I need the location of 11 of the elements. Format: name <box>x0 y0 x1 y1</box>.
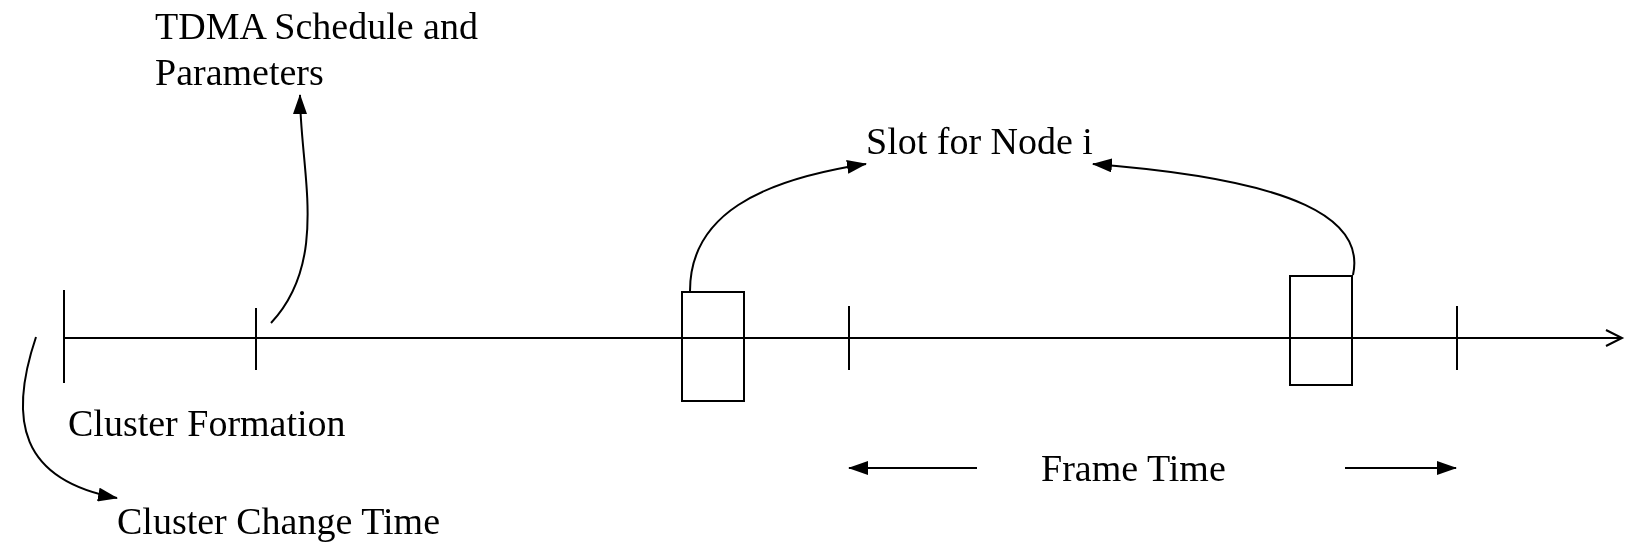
leader-arrow <box>270 94 309 324</box>
leader-arrow <box>689 160 867 292</box>
slot-box <box>681 291 745 402</box>
slot-box <box>1289 275 1353 386</box>
callout-text: Slot for Node i <box>866 118 1093 164</box>
leader-arrow <box>1091 158 1356 276</box>
callout-text: Cluster Change Time <box>117 498 441 544</box>
axis-label: Cluster Formation <box>68 401 346 446</box>
axis-label: Frame Time <box>1041 446 1226 491</box>
callout-text: TDMA Schedule and Parameters <box>155 3 595 95</box>
leader-arrow <box>22 336 118 501</box>
